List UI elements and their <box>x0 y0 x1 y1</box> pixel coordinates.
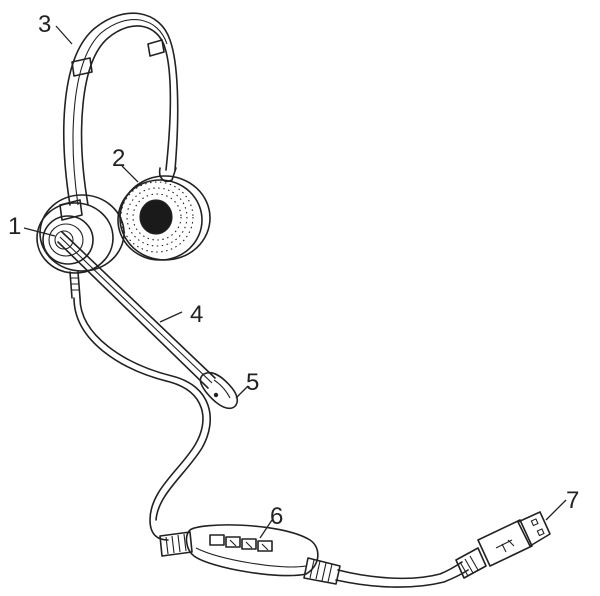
callout-4: 4 <box>190 301 203 328</box>
usb-connector <box>455 511 551 579</box>
callout-5: 5 <box>246 369 259 396</box>
callout-1: 1 <box>8 213 21 240</box>
callout-6: 6 <box>270 503 283 530</box>
microphone <box>199 372 239 410</box>
inline-control <box>159 524 341 585</box>
ear-cushion-right <box>117 175 211 261</box>
usb-cable <box>335 561 469 588</box>
microphone-boom <box>57 231 216 389</box>
callout-7: 7 <box>566 487 579 514</box>
cable <box>69 271 211 541</box>
leader-lines <box>23 25 567 539</box>
ear-cushion-left <box>36 194 125 274</box>
headband <box>59 12 179 221</box>
callout-2: 2 <box>112 145 125 172</box>
callout-3: 3 <box>38 11 51 38</box>
